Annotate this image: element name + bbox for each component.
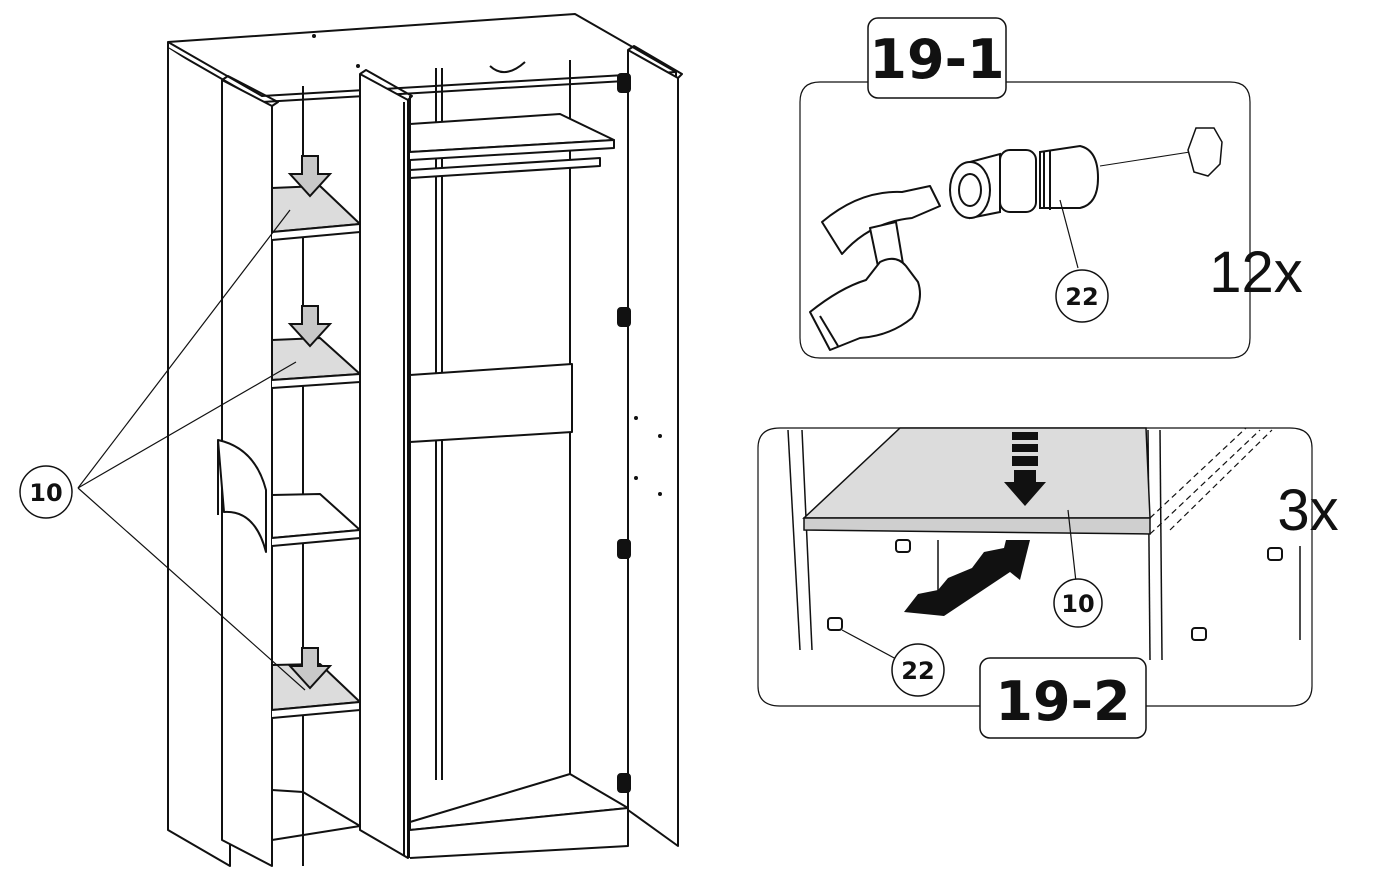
middle-door bbox=[359, 73, 409, 859]
down-arrow-icon bbox=[1004, 432, 1046, 506]
down-arrow-icon bbox=[287, 647, 333, 690]
pin-icon bbox=[1191, 627, 1207, 641]
pin-icon bbox=[895, 539, 911, 553]
drill-hole-icon bbox=[1187, 127, 1223, 177]
quantity-label: 3x bbox=[1277, 478, 1338, 543]
shelf-pins bbox=[827, 539, 1283, 641]
down-arrow-icon bbox=[287, 155, 333, 198]
step-title-box bbox=[979, 657, 1147, 739]
step-19-1-panel: 19-1 12x 22 bbox=[799, 17, 1303, 359]
hanging-rail bbox=[409, 157, 601, 179]
step-title: 19-1 bbox=[869, 28, 1004, 91]
shelf-arrows bbox=[287, 155, 333, 690]
step-title: 19-2 bbox=[995, 670, 1130, 733]
right-door bbox=[627, 49, 679, 847]
dowel-pin-icon bbox=[949, 144, 1100, 220]
shelf-panel bbox=[802, 427, 1151, 519]
middle-rail-panel bbox=[409, 363, 573, 443]
pin-icon bbox=[1267, 547, 1283, 561]
part-number-label: 22 bbox=[1065, 283, 1098, 311]
part-number-label: 10 bbox=[29, 479, 62, 507]
part-number-label: 10 bbox=[1061, 590, 1094, 618]
hinges bbox=[617, 73, 631, 793]
hand-icon bbox=[809, 257, 921, 351]
door-handle bbox=[217, 439, 267, 553]
leader-lines-10 bbox=[77, 209, 306, 691]
insert-arrow-icon bbox=[904, 540, 1030, 616]
hammer-icon bbox=[809, 185, 941, 351]
pin-icon bbox=[827, 617, 843, 631]
step-19-2-panel: 19-2 3x bbox=[757, 427, 1339, 739]
shelf-middle bbox=[271, 337, 361, 381]
step-title-box bbox=[867, 17, 1007, 99]
quantity-label: 12x bbox=[1209, 240, 1303, 305]
part-number-label: 22 bbox=[901, 657, 934, 685]
down-arrow-icon bbox=[287, 305, 333, 348]
part-callout-10: 10 bbox=[19, 465, 73, 519]
wardrobe-drawing bbox=[167, 13, 683, 867]
